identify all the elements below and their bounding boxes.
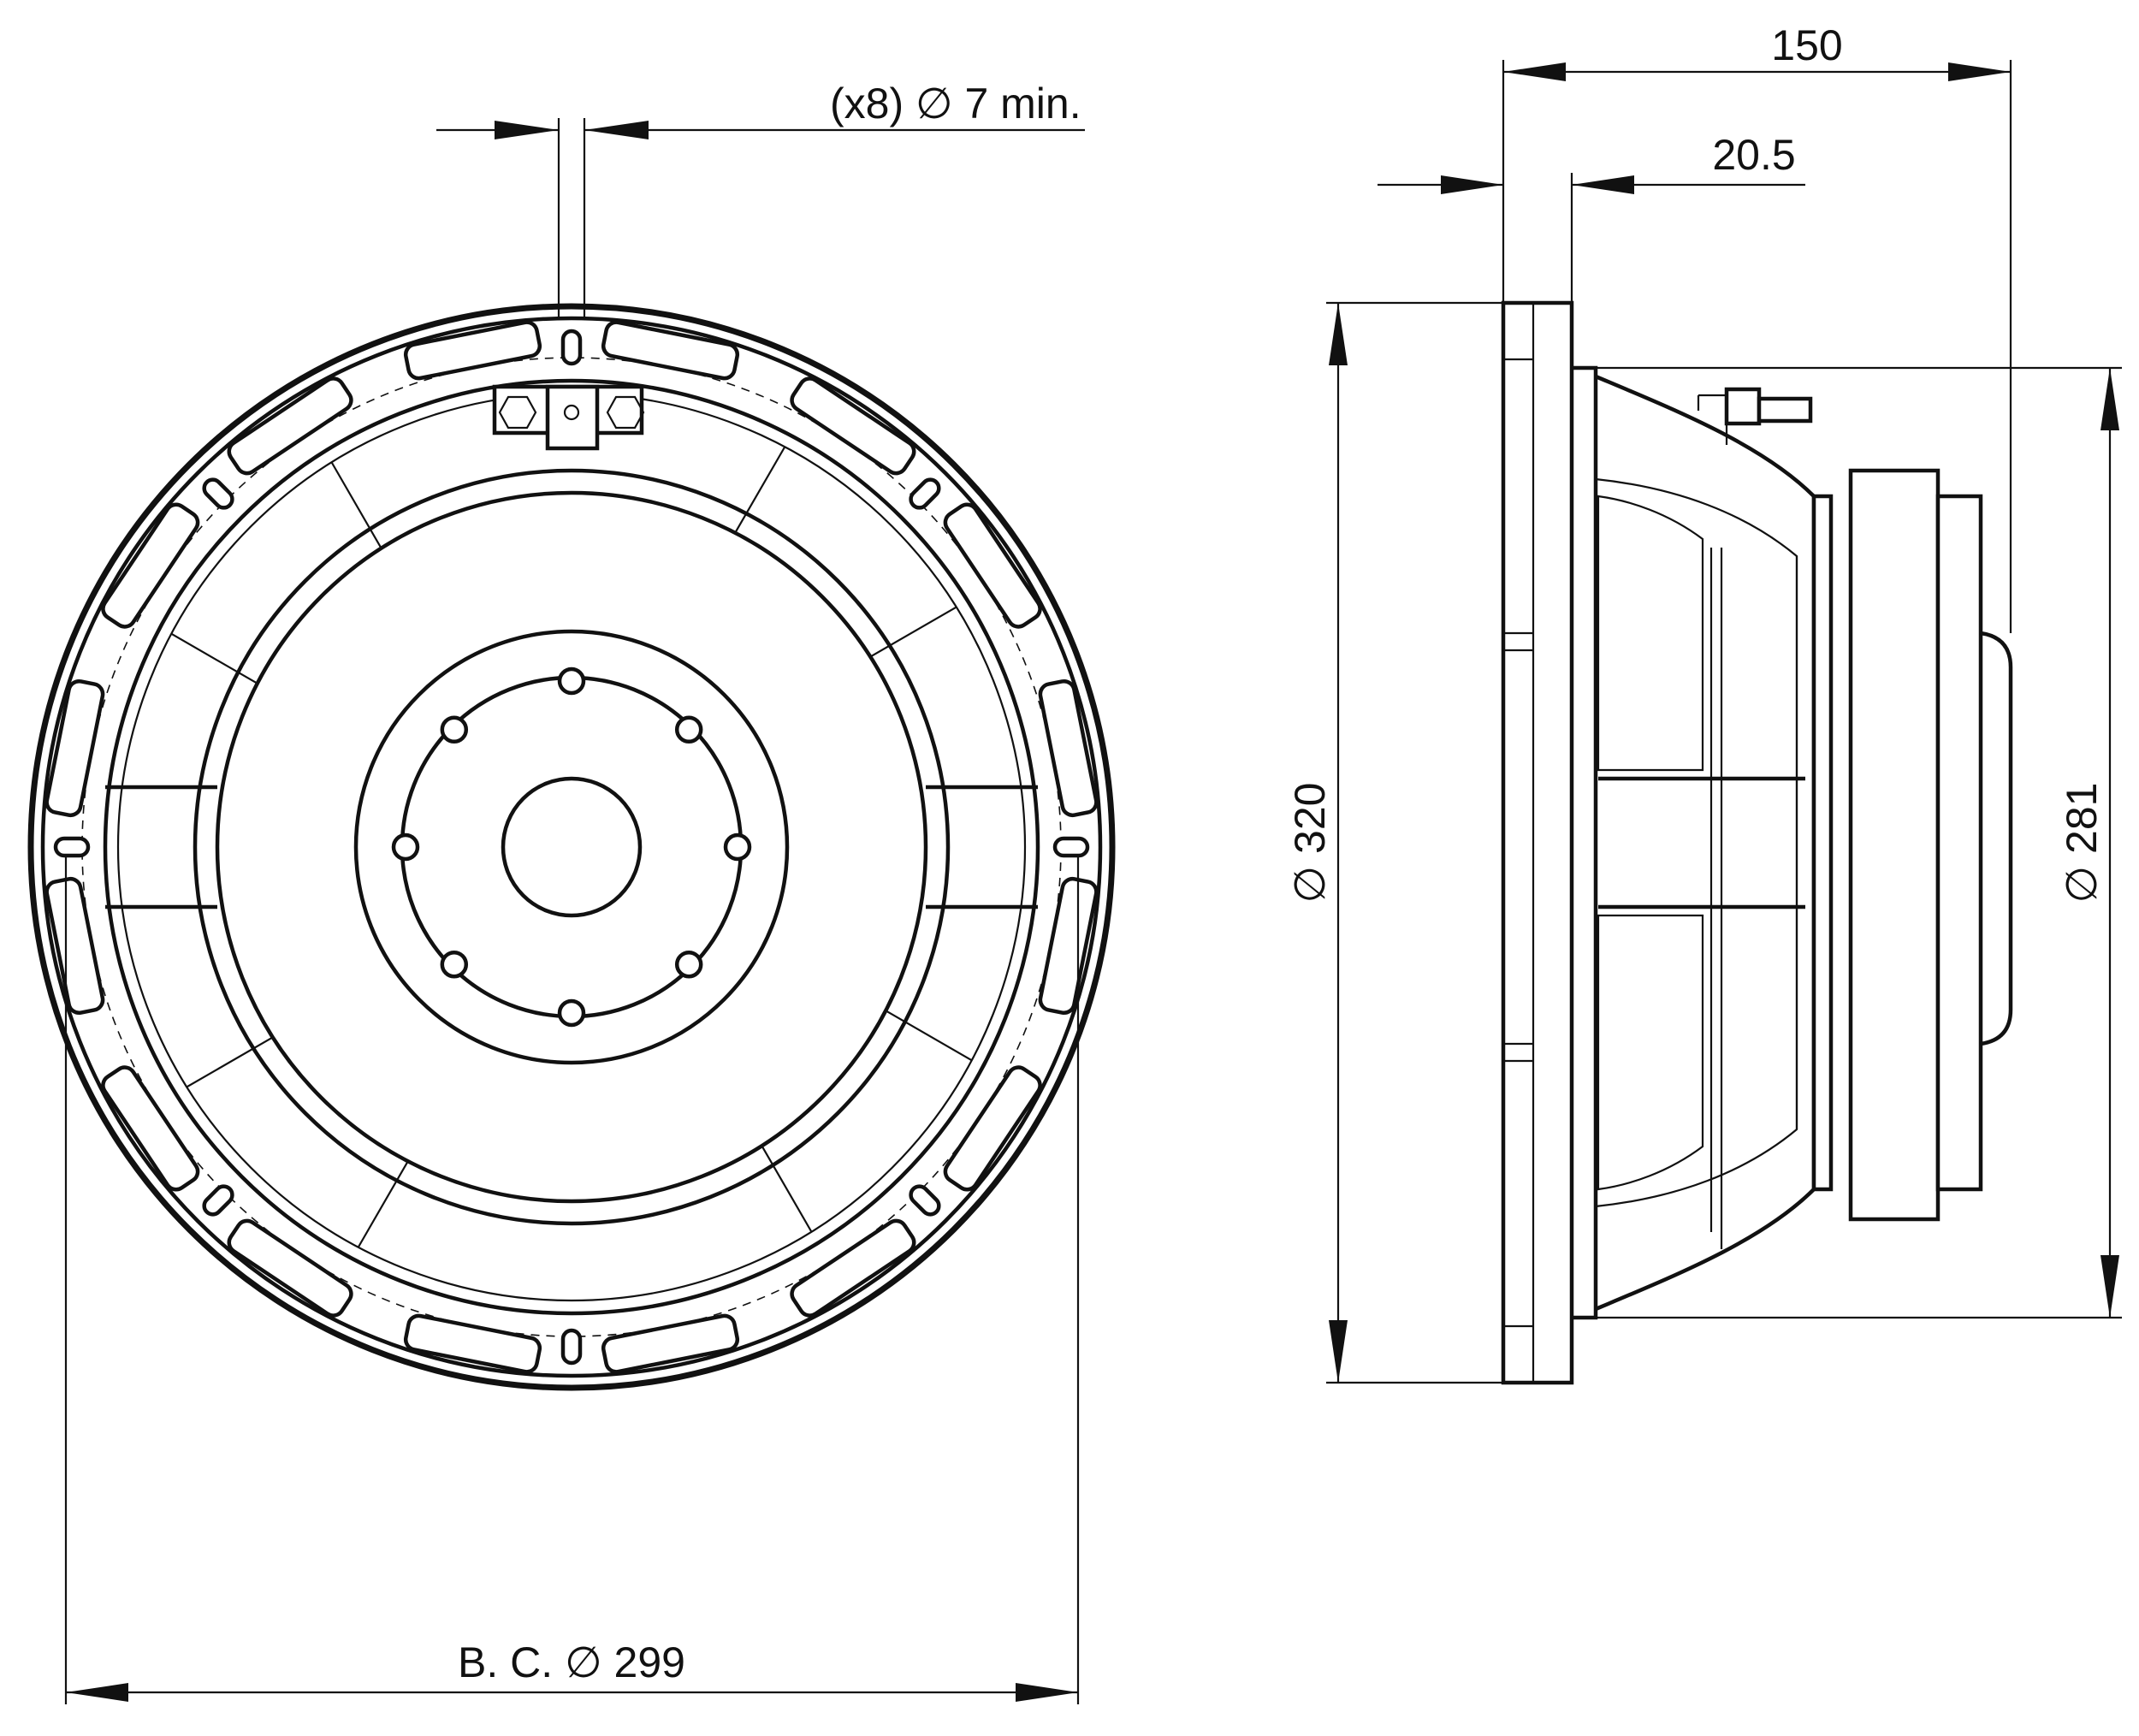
vent-slot [101,1065,200,1192]
back-plate [1811,494,1834,1192]
pole-screw [391,832,420,862]
basket-inner-profile [1595,477,1798,1208]
vent-slot [403,320,542,381]
frame-outer-ring-inner [40,316,1103,1378]
vent-slot [601,1313,740,1374]
side-terminal [1697,387,1813,445]
basket-rim [1572,365,1598,1320]
basket-spoke [885,1010,973,1062]
flange-dimension [1378,173,1805,303]
terminal-block [492,384,645,451]
frame-inner-ring-2 [116,392,1027,1302]
basket-spoke [330,461,382,549]
vent-slot [44,678,105,818]
side-view: 150 20.5 ∅ 320 ∅ 281 [1286,21,2122,1385]
basket-spoke [869,606,957,658]
basket-spoke [761,1145,813,1233]
pole-screws [391,667,752,1028]
mounting-flange [1501,300,1574,1385]
flange-thickness-label: 20.5 [1712,131,1795,179]
basket-spoke [186,1036,274,1088]
basket-spoke [357,1160,409,1248]
mounting-hole [1052,836,1090,858]
hole-dimension [436,118,1085,318]
depth-label: 150 [1771,21,1842,69]
front-view: (x8) ∅ 7 min. B. C. ∅ 299 [27,80,1116,1704]
pole-screw [440,715,469,744]
baffle-diameter-dimension [1596,366,2122,1319]
bolt-circle-dimension [64,856,1080,1704]
pole-cap [1980,631,2013,1046]
basket-window-upper [1597,495,1704,772]
mounting-hole [202,477,234,510]
vent-slot [943,1065,1042,1192]
vent-slot [403,1313,542,1374]
vent-slot [1038,876,1099,1016]
pole-screw [674,715,703,744]
vent-slot [943,502,1042,629]
top-plate [1935,494,1983,1192]
magnet-outer-ring [193,468,951,1226]
flange-face [1532,301,1573,1384]
outer-diameter-label: ∅ 320 [1286,783,1334,904]
mounting-hole [560,1328,583,1366]
bolt-circle-label: B. C. ∅ 299 [458,1638,685,1686]
basket-spoke [105,785,217,909]
vent-slots [44,320,1099,1374]
basket-spokes [105,446,1038,1248]
magnet-outer-ring-2 [215,490,928,1204]
pole-screw [557,998,586,1028]
basket-spoke [734,446,786,534]
pole-screw [674,950,703,979]
mounting-hole [909,477,941,510]
baffle-diameter-label: ∅ 281 [2058,783,2106,904]
vent-slot [227,1218,353,1318]
magnet [1848,468,1941,1222]
pole-screw [557,667,586,696]
mounting-hole [53,836,91,858]
mounting-hole [560,329,583,366]
basket-spoke [170,632,258,684]
pole-screw [723,832,752,862]
basket-profile [1595,374,1816,1312]
mounting-hole [202,1184,234,1217]
basket-spoke [926,785,1038,909]
vent-slot [790,376,916,476]
frame-inner-ring [103,378,1040,1316]
basket-window-lower [1597,914,1704,1191]
outer-diameter-dimension [1326,301,1503,1384]
vent-slot [1038,678,1099,818]
vent-hole [501,776,643,918]
vent-slot [44,876,105,1016]
vent-slot [601,320,740,381]
mounting-hole [909,1184,941,1217]
depth-dimension [1502,60,2012,633]
vent-slot [227,376,353,476]
vent-slot [101,502,200,629]
hole-size-label: (x8) ∅ 7 min. [830,80,1081,127]
top-plate-ring [353,629,790,1065]
frame-outer-ring [27,303,1116,1391]
mounting-holes [53,329,1090,1366]
vent-slot [790,1218,916,1318]
pole-screw [440,950,469,979]
